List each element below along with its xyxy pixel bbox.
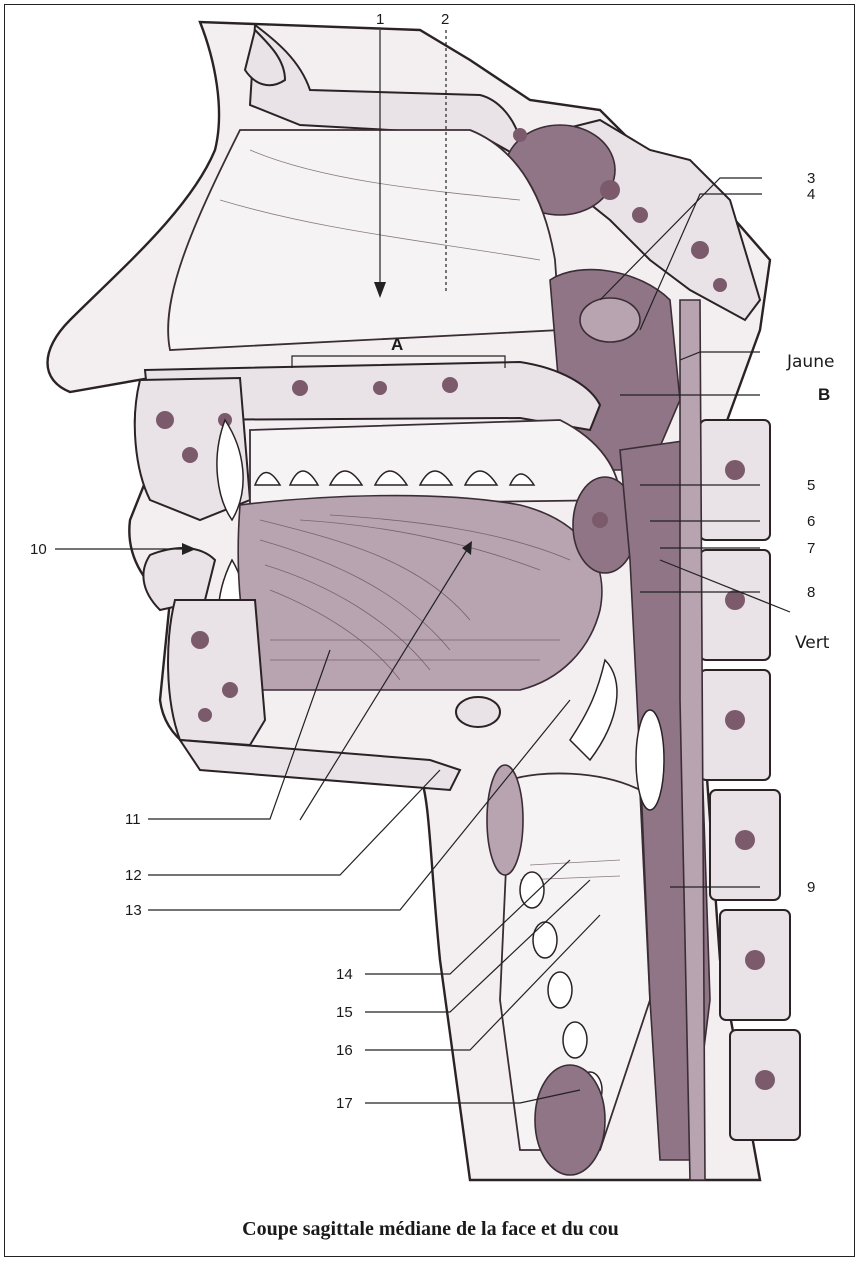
tongue bbox=[238, 496, 602, 690]
label-17: 17 bbox=[336, 1095, 353, 1112]
label-7: 7 bbox=[807, 540, 815, 557]
label-3: 3 bbox=[807, 170, 815, 187]
pharyngeal-tonsil bbox=[580, 298, 640, 342]
label-11: 11 bbox=[125, 811, 141, 828]
label-12: 12 bbox=[125, 867, 142, 884]
label-10: 10 bbox=[30, 541, 47, 558]
label-8: 8 bbox=[807, 584, 815, 601]
thyroid-cartilage bbox=[487, 765, 523, 875]
oral-cavity-roof bbox=[250, 420, 620, 505]
label-6: 6 bbox=[807, 513, 815, 530]
thyroid-gland bbox=[535, 1065, 605, 1175]
cricoid-cartilage bbox=[636, 710, 664, 810]
nasal-cavity bbox=[168, 130, 560, 350]
label-16: 16 bbox=[336, 1042, 353, 1059]
label-vert: Vert bbox=[795, 633, 830, 653]
label-14: 14 bbox=[336, 966, 353, 983]
label-2: 2 bbox=[441, 11, 449, 28]
label-4: 4 bbox=[807, 186, 815, 203]
label-1: 1 bbox=[376, 11, 384, 28]
hyoid-bone bbox=[456, 697, 500, 727]
label-b: B bbox=[818, 385, 830, 404]
label-9: 9 bbox=[807, 879, 815, 896]
label-15: 15 bbox=[336, 1004, 353, 1021]
figure-caption: Coupe sagittale médiane de la face et du… bbox=[0, 1218, 861, 1241]
label-jaune: Jaune bbox=[786, 352, 834, 372]
mandible bbox=[168, 600, 265, 745]
label-13: 13 bbox=[125, 902, 142, 919]
label-5: 5 bbox=[807, 477, 815, 494]
label-a: A bbox=[391, 335, 403, 354]
